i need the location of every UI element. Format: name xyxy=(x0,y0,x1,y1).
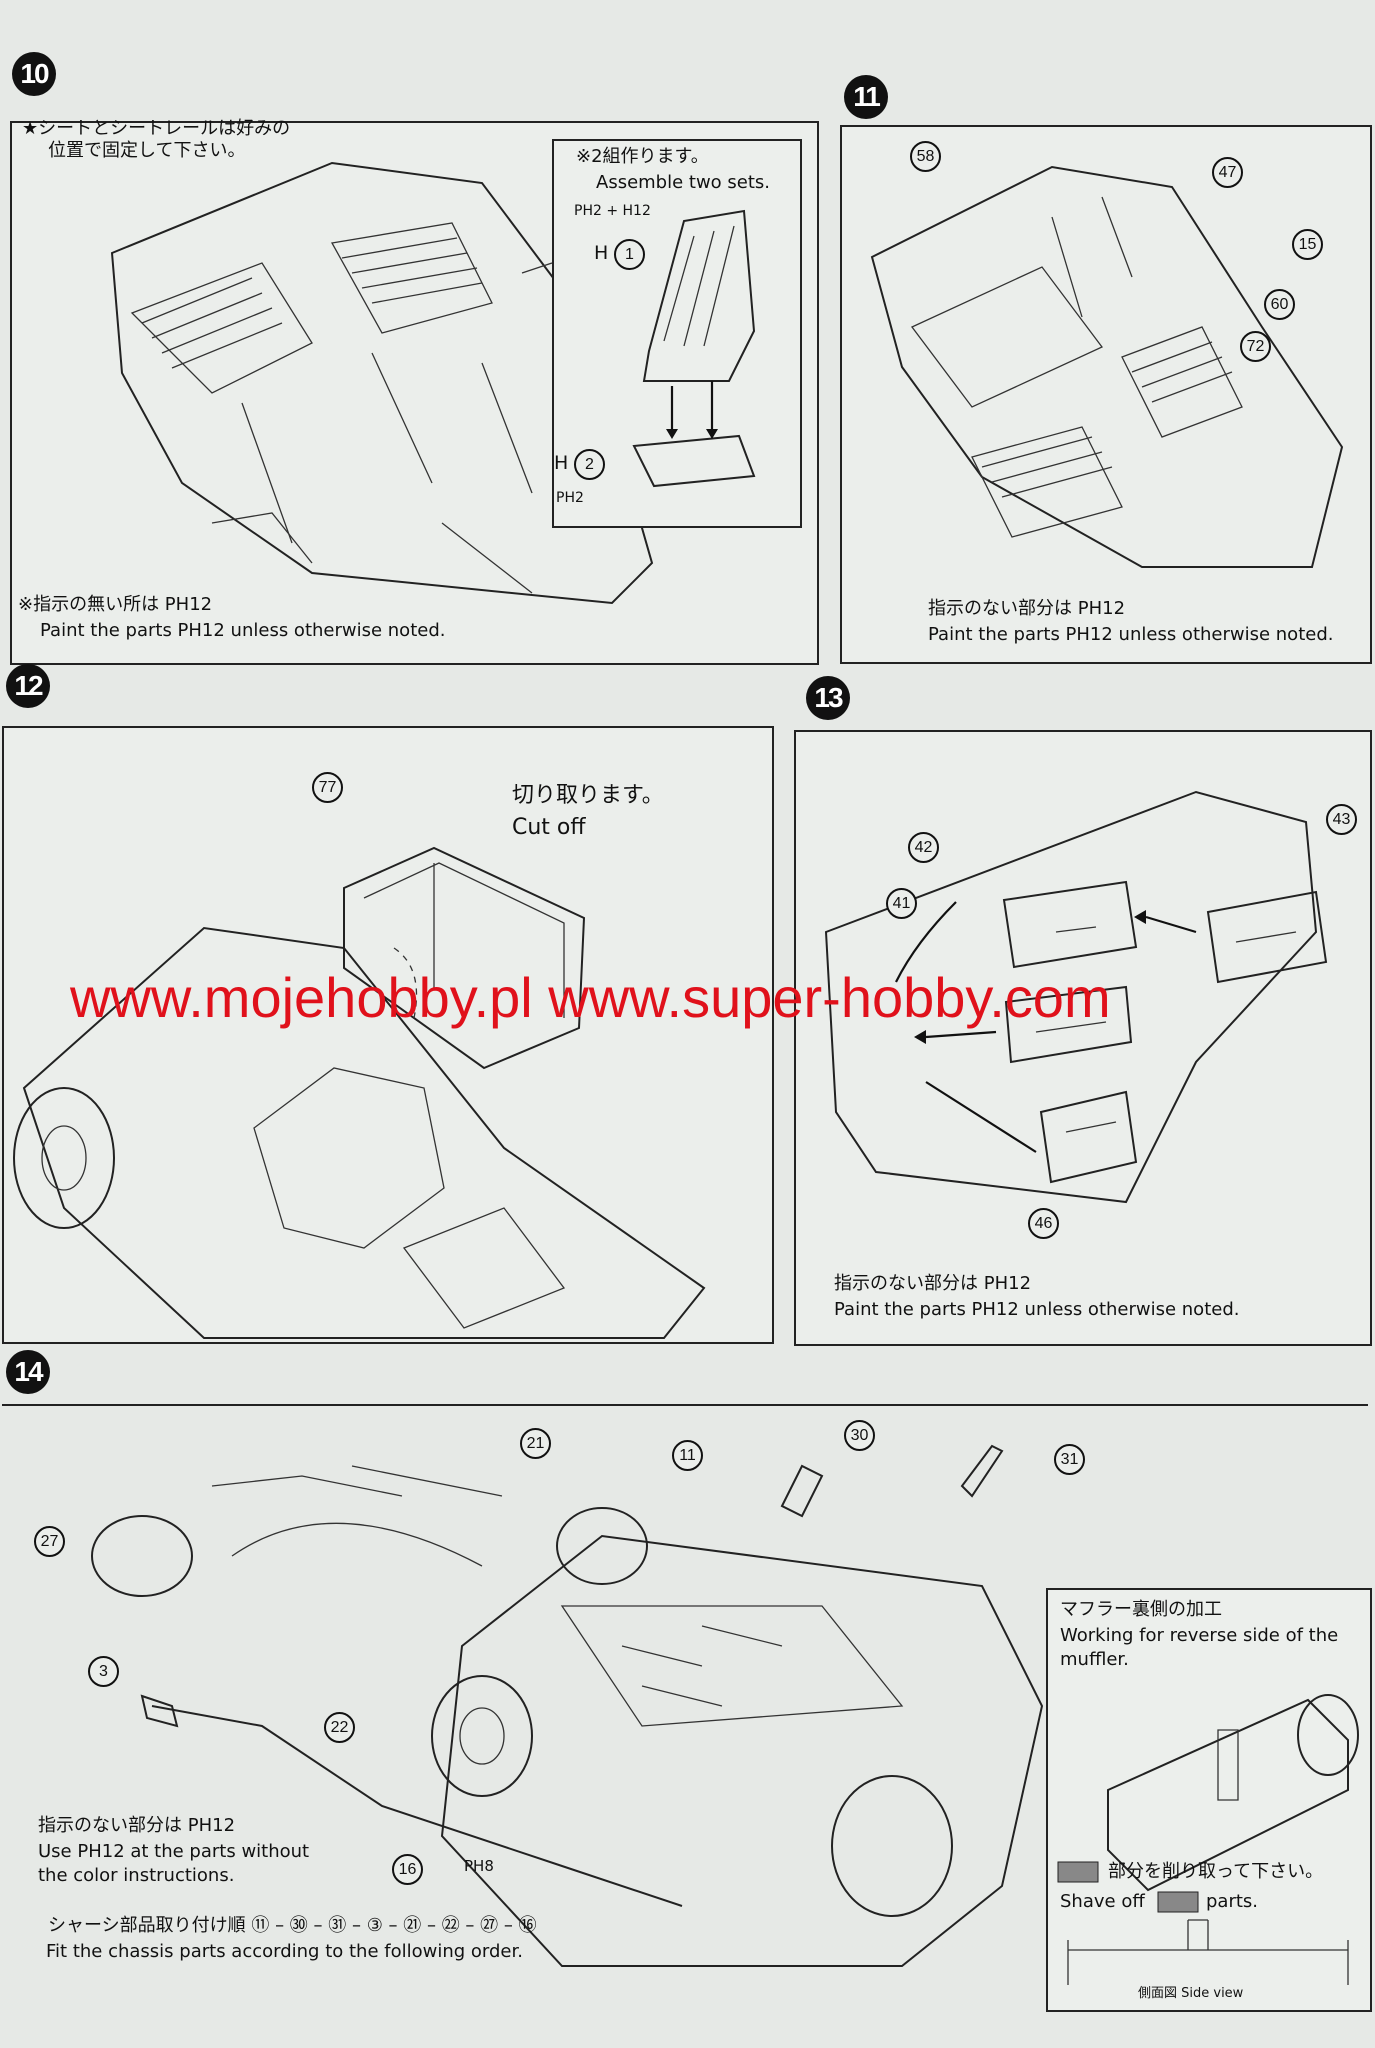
step-12-badge: 12 xyxy=(6,664,50,708)
step-10-illustration xyxy=(110,161,654,605)
step-13-footer-jp: 指示のない部分は PH12 xyxy=(834,1273,1032,1294)
shave-en-2: parts. xyxy=(1206,1891,1259,1912)
step-14-part-22: 22 xyxy=(324,1712,355,1743)
step-10-footer-jp: ※指示の無い所は PH12 xyxy=(18,594,213,615)
step-11-footer-en: Paint the parts PH12 unless otherwise no… xyxy=(928,624,1334,645)
muffler-illustration xyxy=(1057,1694,1359,1985)
step-10-note-jp-2: 位置で固定して下さい。 xyxy=(48,140,246,161)
step-12-cut-jp: 切り取ります。 xyxy=(512,783,664,808)
step-14-note-jp: 指示のない部分は PH12 xyxy=(38,1815,236,1836)
step-13-illustration xyxy=(824,790,1328,1204)
step-11-illustration xyxy=(870,165,1344,568)
step-10-badge: 10 xyxy=(12,52,56,96)
step-14-part-27: 27 xyxy=(34,1526,65,1557)
step-11-part-58: 58 xyxy=(910,141,941,172)
step-10-note-jp-1: ★シートとシートレールは好みの xyxy=(22,118,291,139)
step-13-part-41: 41 xyxy=(886,888,917,919)
step-14-part-11: 11 xyxy=(672,1440,703,1471)
watermark: www.mojehobby.pl www.super-hobby.com xyxy=(70,966,1111,1029)
step-11-part-72: 72 xyxy=(1240,331,1271,362)
step-13-part-46: 46 xyxy=(1028,1208,1059,1239)
shave-en-1: Shave off xyxy=(1060,1891,1145,1912)
step-13-part-42: 42 xyxy=(908,832,939,863)
step-14-part-16: 16 xyxy=(392,1854,423,1885)
step-11-panel: 58 47 15 60 72 指示のない部分は PH12 Paint the p… xyxy=(840,125,1372,664)
step-13-panel: 42 41 43 46 指示のない部分は PH12 Paint the part… xyxy=(794,730,1372,1346)
step-11-badge: 11 xyxy=(844,75,888,119)
step-14-note-en-1: Use PH12 at the parts without xyxy=(38,1841,310,1862)
step-12-panel: 77 切り取ります。 Cut off xyxy=(2,726,774,1344)
muffler-title-jp: マフラー裏側の加工 xyxy=(1060,1599,1222,1620)
step-10-inset-en: Assemble two sets. xyxy=(596,172,771,193)
step-10-inset: ※2組作ります。 Assemble two sets. PH2 + H12 H … xyxy=(552,139,802,528)
step-10-panel: ★シートとシートレールは好みの 位置で固定して下さい。 ※2組作ります。 Ass… xyxy=(10,118,819,665)
step-13-badge: 13 xyxy=(806,676,850,720)
muffler-inset: マフラー裏側の加工 Working for reverse side of th… xyxy=(1046,1588,1372,2012)
step-14-paint-label: PH8 xyxy=(464,1857,494,1875)
shave-jp: 部分を削り取って下さい。 xyxy=(1108,1861,1324,1882)
step-14-part-3: 3 xyxy=(88,1656,119,1687)
step-14-badge: 14 xyxy=(6,1350,50,1394)
step-14-panel: 21 11 30 31 27 3 22 16 PH8 指示のない部分は PH12… xyxy=(2,1404,1372,2046)
step-10-part-h1: 1 xyxy=(614,239,645,270)
muffler-title-en-2: muffler. xyxy=(1060,1649,1129,1670)
step-10-part-h2: 2 xyxy=(574,449,605,480)
step-12-part-77: 77 xyxy=(312,772,343,803)
step-14-note-en-2: the color instructions. xyxy=(38,1865,235,1886)
step-10-inset-jp: ※2組作ります。 xyxy=(576,146,709,167)
step-13-part-43: 43 xyxy=(1326,804,1357,835)
step-11-part-47: 47 xyxy=(1212,157,1243,188)
side-view-label: 側面図 Side view xyxy=(1138,1986,1244,2001)
seat-illustration xyxy=(632,209,756,488)
muffler-title-en-1: Working for reverse side of the xyxy=(1060,1625,1339,1646)
step-14-order-jp: シャーシ部品取り付け順 ⑪ – ㉚ – ㉛ – ③ – ㉑ – ㉒ – ㉗ – … xyxy=(48,1915,537,1936)
step-12-illustration xyxy=(13,846,706,1339)
step-14-part-30: 30 xyxy=(844,1420,875,1451)
step-13-footer-en: Paint the parts PH12 unless otherwise no… xyxy=(834,1299,1240,1320)
step-11-part-15: 15 xyxy=(1292,229,1323,260)
step-14-order-en: Fit the chassis parts according to the f… xyxy=(46,1941,523,1962)
step-10-inset-paint: PH2 + H12 xyxy=(574,203,651,219)
step-10-footer-en: Paint the parts PH12 unless otherwise no… xyxy=(40,620,446,641)
step-10-inset-h2-label: H xyxy=(554,452,569,474)
step-11-footer-jp: 指示のない部分は PH12 xyxy=(928,598,1126,619)
step-14-part-21: 21 xyxy=(520,1428,551,1459)
step-10-inset-paint2: PH2 xyxy=(556,490,584,506)
step-14-part-31: 31 xyxy=(1054,1444,1085,1475)
step-11-part-60: 60 xyxy=(1264,289,1295,320)
step-10-inset-h1-label: H xyxy=(594,242,609,264)
step-12-cut-en: Cut off xyxy=(512,815,586,840)
step-14-illustration xyxy=(91,1444,1044,1967)
